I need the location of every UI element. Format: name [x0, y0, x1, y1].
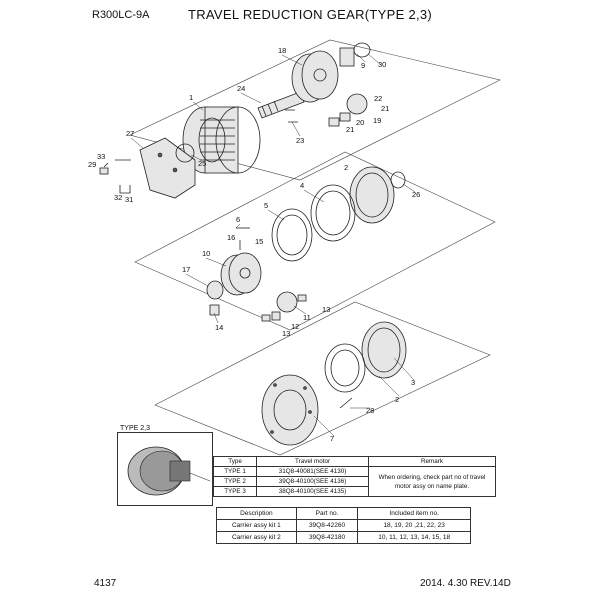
callout-7: 7	[330, 434, 334, 443]
callout-13: 13	[322, 305, 330, 314]
callout-3: 3	[411, 378, 415, 387]
remark-cell: When ordering, check part no of travel m…	[368, 466, 496, 497]
type-cell: TYPE 2	[212, 476, 258, 487]
callout-25: 25	[198, 159, 206, 168]
floating-seal-part	[310, 184, 356, 242]
pin-part-14	[209, 304, 220, 316]
shaft-part	[257, 91, 305, 119]
callout-19: 19	[373, 116, 381, 125]
callout-6: 6	[236, 215, 240, 224]
callout-4: 4	[300, 181, 304, 190]
upper-frame	[129, 39, 501, 181]
callout-26: 26	[412, 190, 420, 199]
part-no-cell: 39Q8-42260	[295, 519, 359, 532]
part-no-cell: 39Q8-42180	[295, 531, 359, 544]
table-row: TYPE 1 31Q8-40081(SEE 4130) When orderin…	[212, 466, 496, 497]
items-header: Included item no.	[357, 507, 471, 520]
seal-part	[390, 171, 406, 189]
main-bearing-part	[361, 321, 407, 379]
motor-header: Travel motor	[256, 456, 369, 467]
thrust-washer-part	[328, 117, 340, 127]
page-title: TRAVEL REDUCTION GEAR(TYPE 2,3)	[188, 7, 433, 22]
table-row: Carrier assy kit 2 39Q8-42180 10, 11, 12…	[216, 531, 471, 544]
callout-17: 17	[182, 265, 190, 274]
description-header: Description	[216, 507, 297, 520]
lower-frame	[154, 301, 491, 456]
callout-28: 28	[366, 406, 374, 415]
page-number: 4137	[94, 578, 117, 589]
washer-13-part	[297, 294, 307, 302]
plug-part	[99, 167, 109, 175]
revision-date: 2014. 4.30 REV.14D	[420, 578, 511, 589]
type-cell: TYPE 1	[212, 466, 258, 477]
callout-5: 5	[264, 201, 268, 210]
bolt-part-28	[339, 397, 353, 409]
items-cell: 18, 19, 20 ,21, 22, 23	[357, 519, 471, 532]
type-header: Type	[212, 456, 258, 467]
housing-part	[182, 106, 261, 174]
callout-31: 31	[125, 195, 133, 204]
callout-32: 32	[114, 193, 122, 202]
callout-20: 20	[356, 118, 364, 127]
carrier-part	[291, 50, 339, 103]
part-no-header: Part no.	[295, 507, 359, 520]
callout-10: 10	[202, 249, 210, 258]
ring-gear-part	[349, 166, 395, 224]
planet-gear-part	[346, 93, 368, 115]
bolt-part	[103, 159, 131, 168]
callout-1: 1	[189, 93, 193, 102]
callout-22: 22	[374, 94, 382, 103]
callout-16: 16	[227, 233, 235, 242]
motor-cell: 38Q8-40100(SEE 4135)	[256, 486, 369, 497]
type-cell: TYPE 3	[212, 486, 258, 497]
callout-11: 11	[303, 313, 311, 322]
thrust-washer-2-part	[261, 314, 271, 322]
callout-30: 30	[378, 60, 386, 69]
kit-table: Description Part no. Included item no. C…	[216, 507, 471, 544]
callout-12: 12	[291, 322, 299, 331]
motor-cell: 31Q8-40081(SEE 4130)	[256, 466, 369, 477]
callout-23: 23	[296, 136, 304, 145]
callout-14: 14	[215, 323, 223, 332]
remark-header: Remark	[368, 456, 496, 467]
type-table: Type Travel motor Remark TYPE 1 31Q8-400…	[212, 456, 496, 497]
planet-gear-2-part	[276, 291, 298, 313]
callout-33: 33	[97, 152, 105, 161]
ring-part	[353, 42, 371, 58]
callout-9: 9	[361, 61, 365, 70]
motor-cell: 39Q8-40100(SEE 4136)	[256, 476, 369, 487]
callout-27: 27	[126, 129, 134, 138]
inset-motor-view	[117, 432, 213, 506]
table-row: Carrier assy kit 1 39Q8-42260 18, 19, 20…	[216, 519, 471, 532]
description-cell: Carrier assy kit 2	[216, 531, 297, 544]
hub-part	[261, 374, 319, 446]
callout-29: 29	[88, 160, 96, 169]
pin-part	[285, 109, 298, 123]
middle-frame	[134, 151, 496, 331]
callout-13b: 13	[282, 329, 290, 338]
callout-2b: 2	[395, 395, 399, 404]
needle-bearing-2-part	[271, 311, 281, 321]
callout-15: 15	[255, 237, 263, 246]
sun-gear-part	[206, 280, 224, 300]
callout-2: 2	[344, 163, 348, 172]
bearing-part	[339, 47, 355, 67]
inset-label: TYPE 2,3	[120, 425, 150, 432]
items-cell: 10, 11, 12, 13, 14, 15, 18	[357, 531, 471, 544]
model-name: R300LC-9A	[92, 9, 150, 21]
name-plate-part	[119, 185, 131, 194]
callout-21: 21	[381, 104, 389, 113]
bearing-2-part	[324, 343, 366, 393]
callout-24: 24	[237, 84, 245, 93]
cover-part	[139, 137, 196, 199]
o-ring-part	[175, 143, 195, 163]
carrier-2-part	[220, 252, 262, 296]
table-row: TYPE 3 38Q8-40100(SEE 4135)	[212, 486, 496, 497]
callout-18: 18	[278, 46, 286, 55]
callout-21b: 21	[346, 125, 354, 134]
thrust-plate-part	[271, 208, 313, 262]
needle-bearing-part	[339, 112, 351, 122]
description-cell: Carrier assy kit 1	[216, 519, 297, 532]
